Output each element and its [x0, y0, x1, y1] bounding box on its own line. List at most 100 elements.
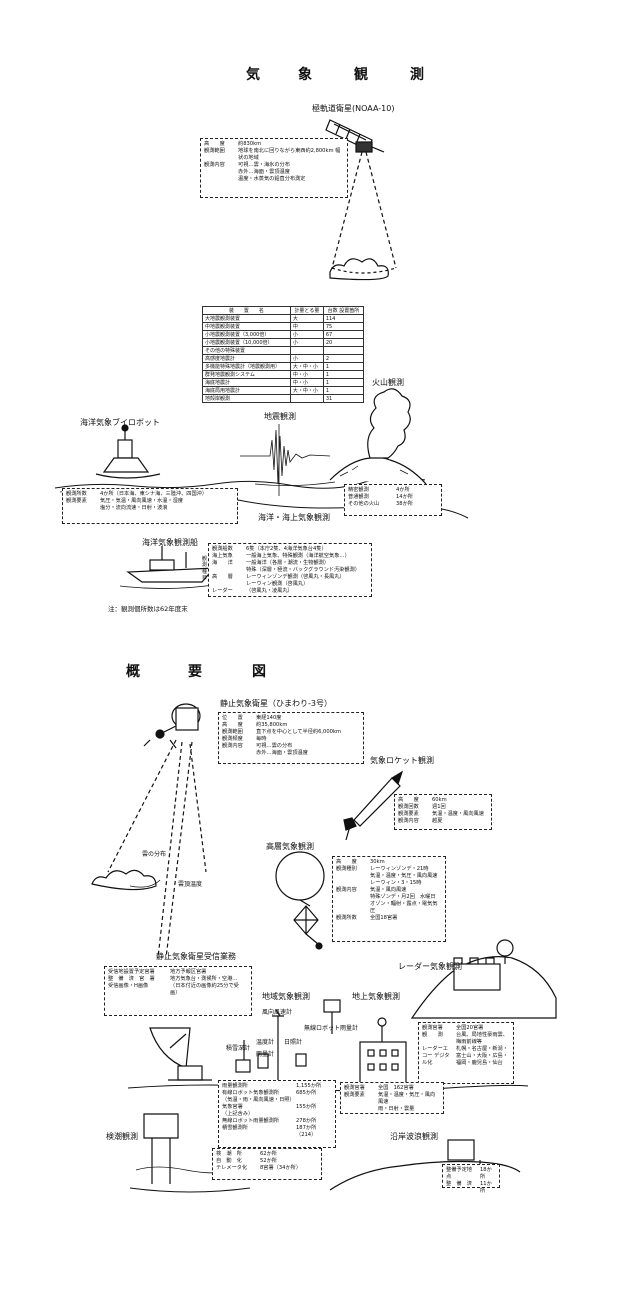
table-header-row: 装 置 名 計量とる量 台数 設置箇所 [202, 306, 365, 315]
info-value: 一般海洋（各層・潮流・生物観測） [246, 560, 330, 567]
info-key [344, 1106, 374, 1113]
info-value: 台風、局地性豪雨雲、梅雨前線等 [456, 1032, 508, 1046]
info-value: 毎時 [256, 736, 267, 743]
table-cell: 中・小 [289, 370, 324, 379]
seismograph-trace-icon [240, 424, 331, 496]
info-key: 観測範囲 [222, 729, 243, 736]
info-value: 全国 162官署 [378, 1085, 414, 1091]
info-value: 越夏 [432, 818, 443, 825]
info-key: 観測内容 [398, 818, 419, 825]
table-cell: その他の特殊装置 [202, 346, 291, 355]
table-cell: 大 [289, 314, 324, 323]
radar-info-box: 観測官署全国20官署 観 測台風、局地性豪雨雲、梅雨前線等 レーダーエコー デジ… [418, 1022, 514, 1084]
info-value: 11か所 [480, 1181, 492, 1195]
volcano-observation-label: 火山観測 [372, 378, 404, 387]
info-key: 積雪観測所 [222, 1125, 248, 1132]
wind-meter-label: 風向風速計 [262, 1009, 293, 1016]
table-cell: 2 [322, 354, 365, 363]
info-key: 受信地設置予定官署 [108, 969, 155, 975]
table-cell: 大・中・小 [289, 386, 324, 395]
info-value: オゾン・輻射・露点・電気気圧 [370, 901, 438, 915]
vertical-char: 測 [202, 562, 208, 569]
regional-observation-label: 地域気象観測 [262, 992, 310, 1001]
info-key [66, 505, 96, 512]
info-key: 観測回数 [398, 804, 419, 811]
info-value: 38か所 [396, 501, 413, 508]
info-value: 155か所 [296, 1104, 317, 1111]
table-cell: 海底地震計 [202, 378, 291, 387]
info-value: 特殊ゾンデ・月2回 水曜日 [370, 894, 436, 901]
info-key [336, 901, 366, 915]
section-title-char: 気 [246, 67, 260, 83]
thermometer-label: 温度計 [256, 1039, 275, 1046]
table-cell: 20 [322, 338, 365, 347]
info-value: 約830km [238, 141, 262, 147]
section-title-char: 図 [252, 664, 266, 680]
info-value: 札幌・名古屋・新潟・富士山・大阪・広島・福岡・鹿児島・仙台 [456, 1046, 508, 1067]
info-key: 観測内容 [222, 743, 243, 750]
info-key: 観測官署 [422, 1025, 443, 1031]
info-value: 地方予報区官署 [170, 969, 207, 975]
info-value: 278か所 [296, 1118, 317, 1125]
info-key: 雨量観測所 [222, 1083, 248, 1089]
geostationary-info-box: 位 置東経140度 高 度約35,800km 観測範囲直下点を中心として半径約6… [218, 712, 364, 764]
satellite-ground-station-label: 静止気象衛星受信業務 [156, 952, 236, 961]
info-key: 観 測 [422, 1032, 443, 1039]
radar-observation-label: レーダー気象観測 [398, 962, 462, 971]
table-cell: 31 [322, 394, 365, 403]
table-cell: 大・中・小 [289, 362, 324, 371]
upper-air-observation-label: 高層気象観測 [266, 842, 314, 851]
info-value: （日本付近の画像約25分で受画） [170, 983, 239, 997]
info-key: 観測頻度 [222, 736, 243, 743]
info-value: 週1回 [432, 804, 446, 811]
info-key: 無線ロボット雨量観測所 [222, 1118, 280, 1125]
info-key [204, 169, 234, 176]
info-key [222, 750, 252, 757]
table-cell: 1 [322, 386, 365, 395]
info-value: 6隻（本庁2隻、4海洋気象台4隻） [246, 546, 327, 552]
info-value: 685か所 [296, 1090, 317, 1097]
raingauge-label: 雨量計 [256, 1051, 275, 1058]
info-value: 気圧・気温・風向風速・水温・湿度 [100, 498, 184, 505]
cloud-top-temp-label: 雲頂温度 [178, 881, 203, 888]
table-cell: 小 [289, 330, 324, 339]
geostationary-satellite-label: 静止気象衛星（ひまわり-3号） [220, 699, 332, 708]
ship-category-vertical: 観 測 種 目 [202, 556, 207, 581]
info-value: 赤外…海面・雲頂温度 [238, 169, 290, 176]
cloud-distribution-label: 雲の分布 [142, 851, 167, 858]
info-key [336, 880, 366, 887]
section-title-char: 概 [126, 664, 140, 680]
info-value: 特殊（深層・極流・バックグラウンド汚染観測） [246, 567, 360, 574]
table-cell: 地殻岸観測 [202, 394, 291, 403]
table-cell: 114 [322, 314, 365, 323]
info-key: 整 備 済 官 署 [108, 976, 155, 983]
info-key [212, 567, 242, 574]
info-value: 東経140度 [256, 715, 282, 721]
info-key: テレメータ化 [216, 1165, 248, 1172]
section-title-char: 象 [298, 67, 312, 83]
info-key: 高 度 [204, 141, 225, 147]
table-cell: 中・小 [289, 378, 324, 387]
snow-depth-label: 積雪深計 [226, 1045, 251, 1052]
tide-observation-label: 検潮観測 [106, 1132, 138, 1141]
info-key: 海 洋 [212, 560, 233, 567]
info-value: 直下点を中心として半径約6,000km [256, 729, 342, 736]
info-value: レーウィンゾンデ・21時 [370, 866, 429, 873]
info-value: 30km [370, 859, 385, 865]
cloud-icon [91, 869, 157, 891]
info-key: その他の火山 [348, 501, 380, 508]
table-cell: 海底局用地震計 [202, 386, 291, 395]
table-cell [289, 346, 324, 355]
info-value: （啓風丸・凌風丸） [246, 588, 293, 595]
